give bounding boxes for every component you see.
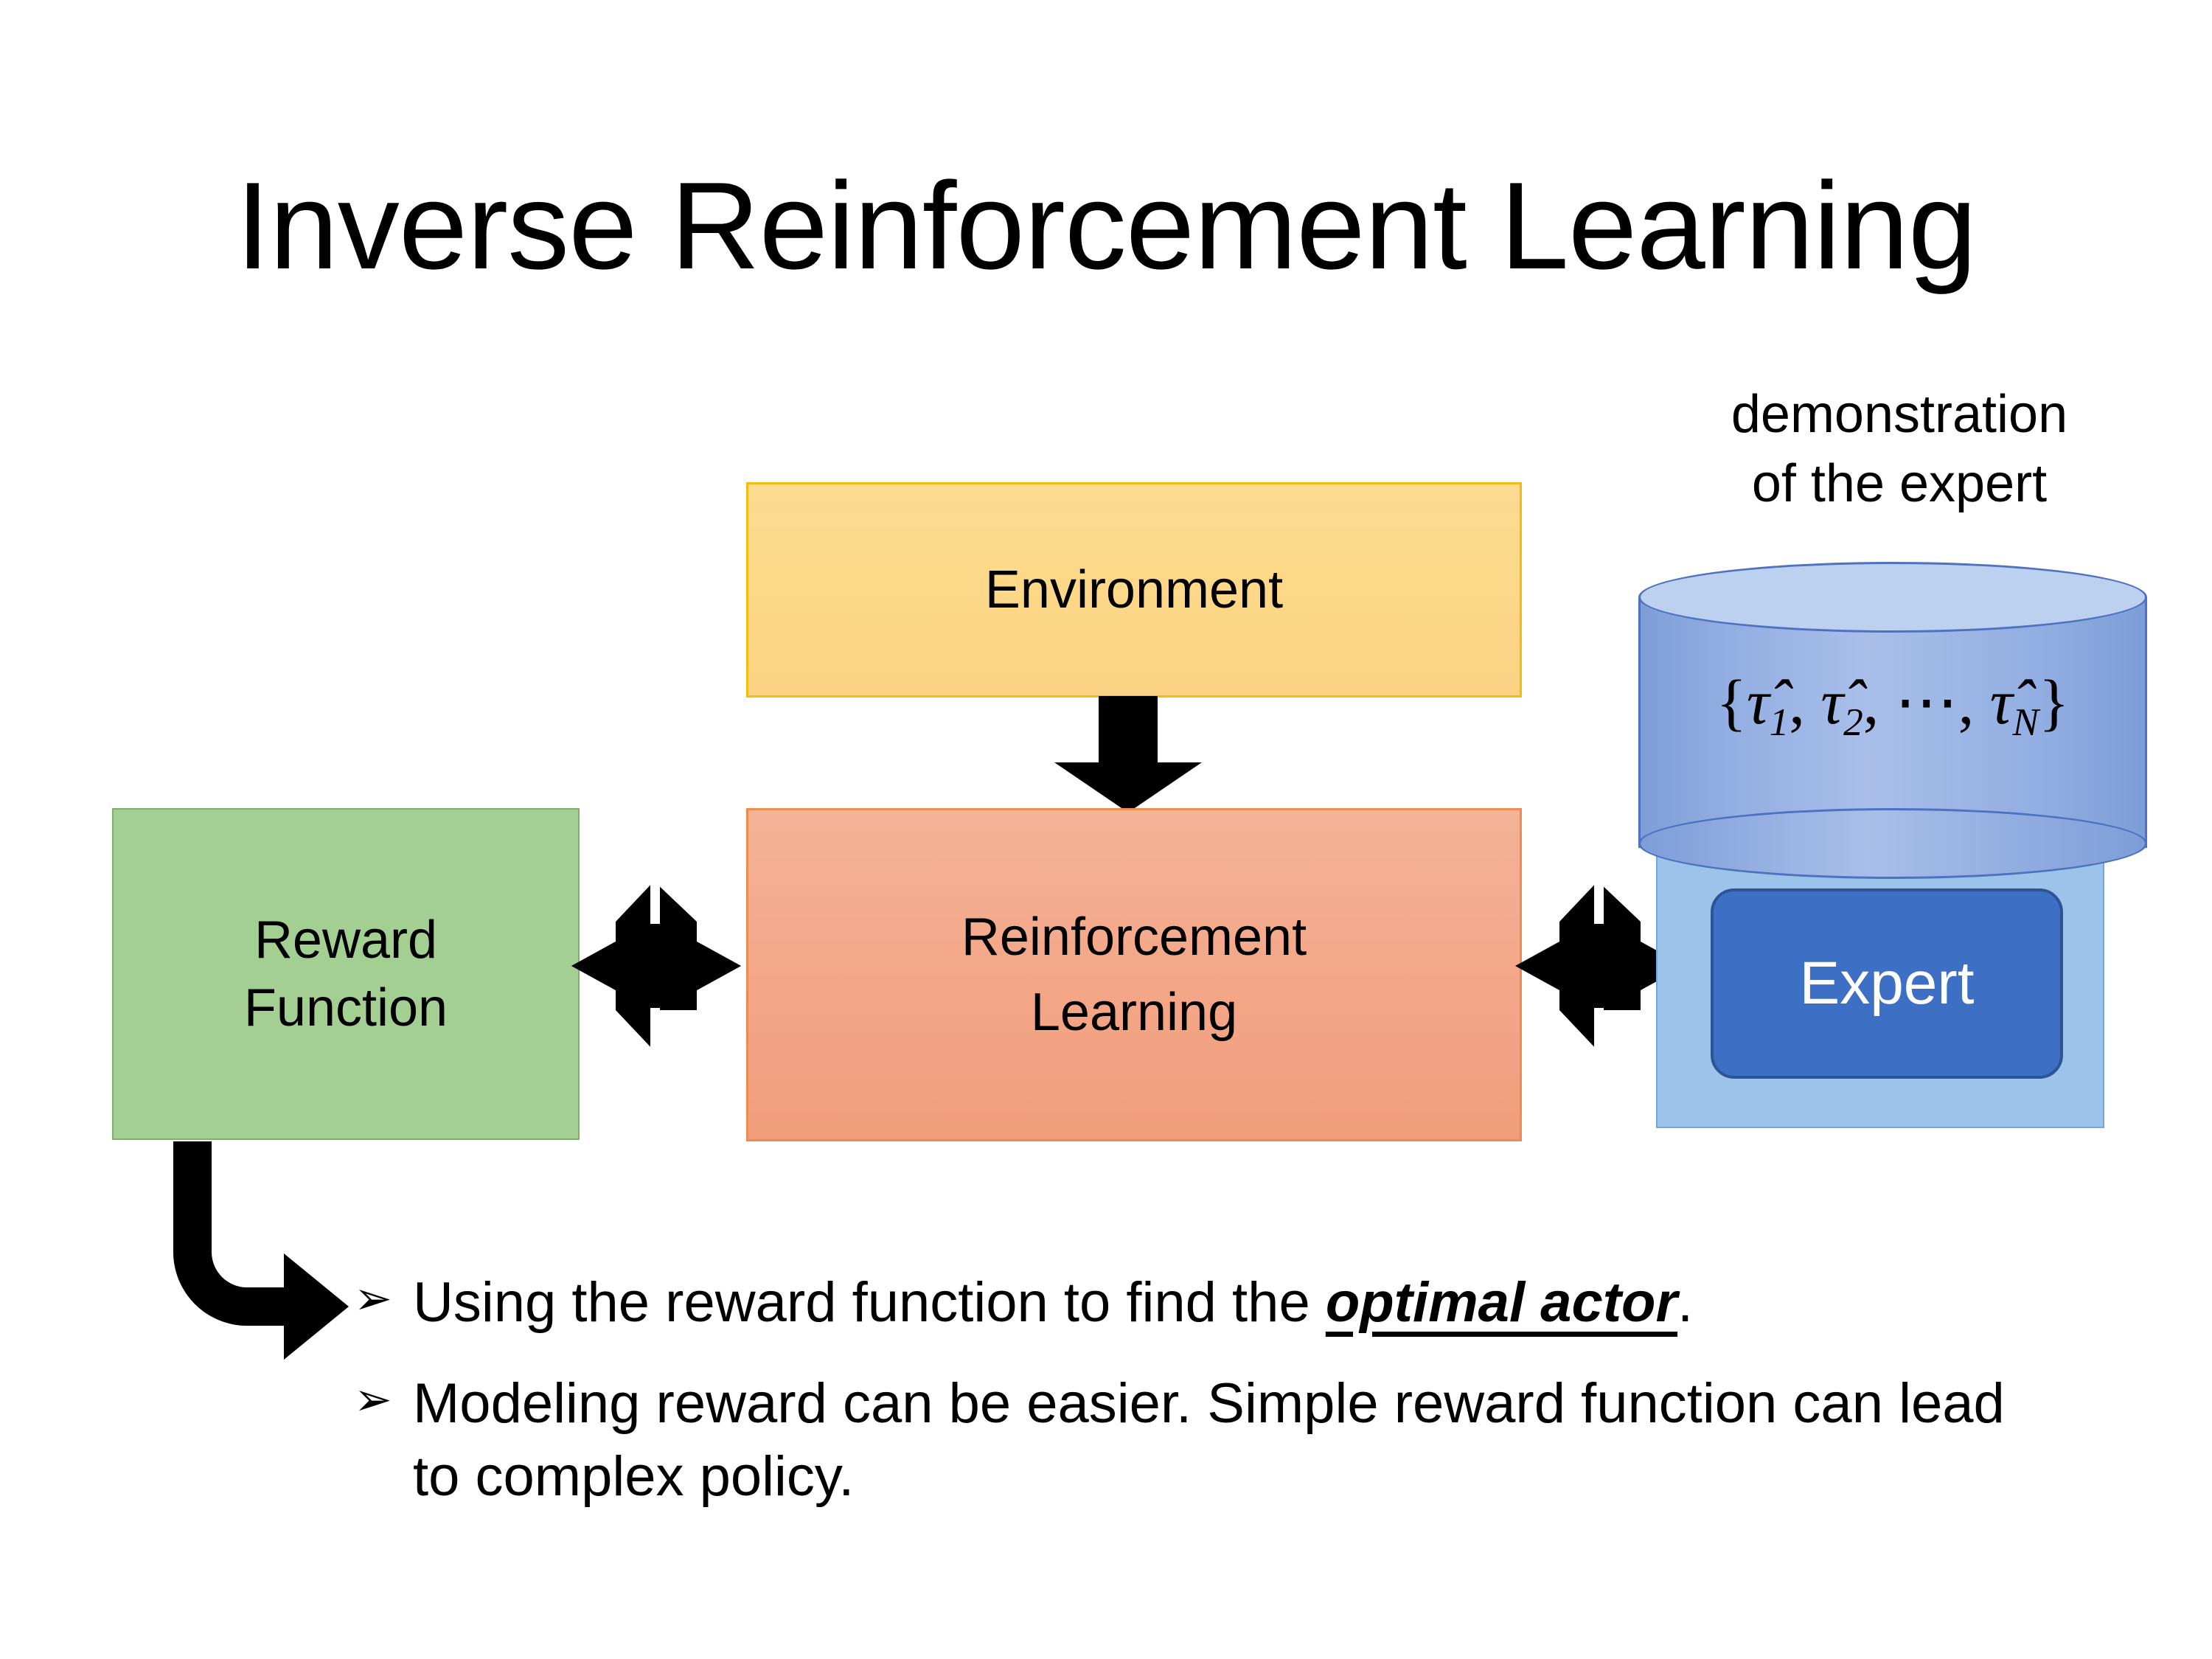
- bullet-1-prefix: Using the reward function to find the: [413, 1271, 1326, 1334]
- cylinder-formula-label: {τ̂1, τ̂2, ⋯, τ̂N}: [1638, 665, 2147, 745]
- formula-comma-3: ,: [1958, 667, 1990, 737]
- bullet-arrow-icon: ➢: [354, 1374, 392, 1425]
- list-item: ➢ Using the reward function to find the …: [354, 1267, 2050, 1340]
- bullet-2-prefix: Modeling reward can be easier. Simple re…: [413, 1371, 2005, 1508]
- formula-sub-n: N: [2012, 699, 2039, 744]
- demonstration-cylinder: {τ̂1, τ̂2, ⋯, τ̂N}: [1638, 562, 2147, 879]
- demonstration-caption-line-2: of the expert: [1751, 453, 2048, 513]
- reinforcement-learning-box[interactable]: Reinforcement Learning: [746, 808, 1522, 1141]
- environment-box[interactable]: Environment: [746, 482, 1522, 698]
- page-title: Inverse Reinforcement Learning: [235, 156, 1978, 295]
- formula-comma-2: ,: [1863, 667, 1895, 737]
- cylinder-bottom-ellipse: [1638, 808, 2147, 879]
- cylinder-body: [1638, 597, 2147, 848]
- formula-sub-2: 2: [1843, 699, 1863, 744]
- bullet-text-1: Using the reward function to find the op…: [413, 1267, 2050, 1340]
- formula-ellipsis: ⋯: [1894, 667, 1958, 737]
- list-item: ➢ Modeling reward can be easier. Simple …: [354, 1368, 2050, 1514]
- formula-close-brace: }: [2039, 667, 2070, 737]
- elbow-arrow-icon: [173, 1141, 349, 1360]
- reward-function-line-1: Reward: [254, 910, 438, 970]
- formula-tau-1: τ̂: [1746, 667, 1770, 737]
- bullet-list: ➢ Using the reward function to find the …: [354, 1267, 2050, 1541]
- formula-open-brace: {: [1716, 667, 1747, 737]
- cylinder-top-ellipse: [1638, 562, 2147, 633]
- bullet-1-emphasis: optimal actor: [1325, 1271, 1678, 1334]
- expert-button-label: Expert: [1799, 950, 1975, 1017]
- bullet-1-suffix: .: [1677, 1271, 1694, 1334]
- down-arrow-icon: [1054, 696, 1202, 813]
- reward-function-line-2: Function: [243, 978, 448, 1037]
- reinforcement-learning-line-2: Learning: [1030, 983, 1238, 1042]
- reward-function-box[interactable]: Reward Function: [112, 808, 580, 1140]
- formula-tau-2: τ̂: [1820, 667, 1844, 737]
- formula-tau-n: τ̂: [1989, 667, 2013, 737]
- four-way-arrow-icon: [571, 881, 741, 1051]
- bullet-text-2: Modeling reward can be easier. Simple re…: [413, 1368, 2050, 1514]
- environment-box-label: Environment: [984, 560, 1284, 619]
- demonstration-caption: demonstration of the expert: [1641, 380, 2157, 518]
- bullet-arrow-icon: ➢: [354, 1273, 392, 1324]
- expert-button[interactable]: Expert: [1711, 888, 2063, 1079]
- reinforcement-learning-line-1: Reinforcement: [961, 907, 1307, 967]
- formula-comma-1: ,: [1789, 667, 1821, 737]
- formula-sub-1: 1: [1769, 699, 1790, 744]
- demonstration-caption-line-1: demonstration: [1731, 385, 2068, 444]
- four-way-arrow-icon: [1515, 881, 1685, 1051]
